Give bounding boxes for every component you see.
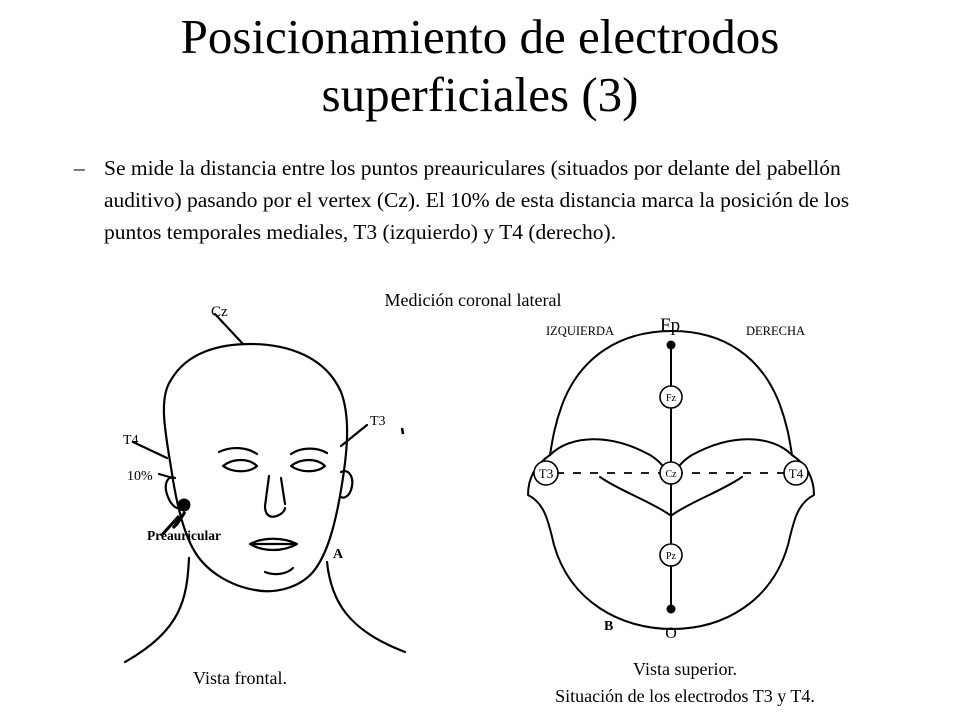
eye-left [221, 458, 259, 473]
neck-left [123, 556, 191, 664]
label-cz-frontal: Cz [211, 304, 228, 320]
panel-letter-a: A [333, 547, 344, 562]
eye-right [289, 458, 327, 473]
title-line-2: superficiales (3) [321, 67, 639, 122]
label-cz-superior: Cz [665, 469, 677, 480]
label-t3-frontal: T3 [370, 414, 386, 429]
pointer-t4 [131, 440, 169, 460]
preauricular-arrow [159, 511, 187, 538]
eyebrow-right [289, 447, 329, 456]
superior-view-figure: IZQUIERDA DERECHA Fp Fz Cz Pz T3 T4 O B [527, 315, 815, 642]
frontal-view-figure: Cz T3 T4 10% Preauricular A [123, 304, 407, 664]
label-o: O [665, 625, 677, 642]
mouth [248, 537, 299, 552]
label-pz: Pz [666, 551, 677, 562]
label-fp: Fp [660, 315, 680, 336]
electrode-t4 [783, 460, 809, 486]
electrode-cz [659, 461, 683, 485]
caption-superior-line-1: Vista superior. [633, 659, 737, 679]
slide-title: Posicionamiento de electrodos superficia… [0, 8, 960, 124]
label-derecha: DERECHA [746, 324, 805, 338]
caption-superior: Vista superior. Situación de los electro… [470, 656, 900, 710]
chin-line [263, 566, 295, 576]
electrode-o-dot [666, 604, 676, 614]
electrode-pz [659, 543, 683, 567]
caption-frontal: Vista frontal. [193, 668, 287, 688]
label-t4-superior: T4 [789, 466, 804, 481]
curve-right [671, 476, 743, 516]
label-percent: 10% [127, 469, 153, 484]
bullet-paragraph: – Se mide la distancia entre los puntos … [74, 152, 904, 248]
figure-caption-top: Medición coronal lateral [384, 290, 562, 310]
label-fz: Fz [666, 393, 677, 404]
electrode-t3 [533, 460, 559, 486]
ear-left [164, 476, 183, 510]
arc-right [671, 438, 793, 478]
title-line-1: Posicionamiento de electrodos [180, 9, 780, 64]
electrode-fp-dot [666, 340, 676, 350]
label-preauricular: Preauricular [147, 528, 221, 543]
pointer-cz [213, 312, 245, 346]
label-t4-frontal: T4 [123, 433, 139, 448]
pointer-percent [157, 472, 175, 480]
ear-right [339, 470, 354, 499]
panel-letter-b: B [604, 619, 613, 634]
skull-outline [527, 330, 815, 630]
label-izquierda: IZQUIERDA [546, 324, 614, 338]
arc-left [549, 438, 671, 478]
bullet-text: Se mide la distancia entre los puntos pr… [104, 156, 850, 244]
curve-left [599, 476, 671, 516]
nose [263, 474, 287, 518]
caption-superior-line-2: Situación de los electrodos T3 y T4. [555, 686, 815, 706]
electrode-fz [659, 385, 683, 409]
pointer-t3 [339, 423, 369, 448]
neck-right [325, 560, 407, 654]
label-t3-superior: T3 [539, 466, 553, 481]
preauricular-dot [177, 498, 191, 512]
eyebrow-left [217, 447, 259, 456]
bullet-dash: – [74, 156, 85, 180]
